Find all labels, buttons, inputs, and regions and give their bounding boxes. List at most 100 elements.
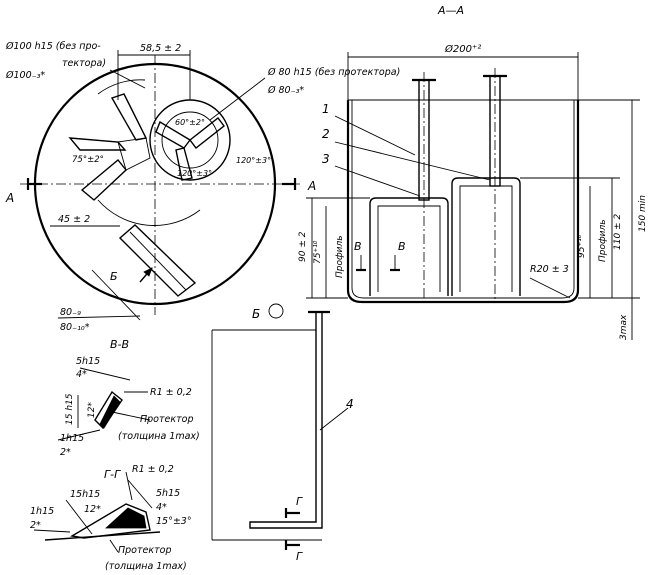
- dim-phi80-a: Ø 80 h15 (без протектора): [267, 67, 400, 78]
- vessel-wall: [346, 100, 580, 304]
- section-bb-title: В-В: [110, 338, 129, 351]
- view-b-arrowhead: [143, 267, 153, 277]
- impeller-left-inner: [377, 205, 441, 292]
- bb-4: 4*: [76, 369, 87, 380]
- profile-right: Профиль: [598, 219, 608, 262]
- cut-g-bottom-label: Г: [296, 550, 303, 563]
- gg-protector-leader: [109, 539, 119, 553]
- gg-dim-15h15: [65, 499, 93, 535]
- impeller-small-blade-2: [189, 117, 225, 149]
- gg-2: 2*: [30, 520, 41, 531]
- cut-a-left-label: А: [5, 191, 14, 205]
- section-aa-title: А—А: [437, 4, 464, 17]
- impeller-right-profile: [451, 177, 521, 296]
- gg-base-line: [44, 531, 161, 541]
- bb-15h15: 15 h15: [65, 393, 75, 425]
- leader-1: [334, 115, 416, 156]
- bb-blade-section: [94, 390, 123, 430]
- bb-protector-label: Протектор: [140, 414, 193, 425]
- impeller-right-inner: [459, 185, 513, 292]
- gg-r1-leader: [125, 471, 133, 501]
- part-label-3: 3: [322, 152, 330, 166]
- gg-dim-5h15: [127, 479, 153, 509]
- section-gg-title: Г-Г: [104, 468, 121, 481]
- gg-15deg: 15°±3°: [156, 516, 192, 527]
- angle-120-a: 120°±3°: [236, 156, 271, 165]
- dim-80-leader: [57, 315, 141, 319]
- gg-thickness-label: (толщина 1max): [105, 561, 187, 572]
- dim-80-a: 80₋₉: [60, 307, 81, 318]
- impeller-blade-top: [110, 93, 148, 141]
- dim-585: 58,5 ± 2: [140, 43, 181, 54]
- dim-phi100-line2: тектора): [62, 58, 106, 69]
- part-label-2: 2: [322, 127, 330, 141]
- view-b-symbol: [268, 303, 284, 319]
- bottom-blade-edge: [129, 231, 187, 291]
- plan-view: [20, 50, 302, 321]
- dim-95: 95⁺¹⁰: [577, 234, 587, 258]
- vessel-inner-wall: [351, 100, 575, 299]
- dim-phi100-line1: Ø100 h15 (без про-: [5, 41, 101, 52]
- bb-thickness-label: (толщина 1max): [118, 431, 200, 442]
- rotation-arc-2: [97, 199, 201, 226]
- gg-5h15: 5h15: [156, 488, 180, 499]
- rotation-arc-1: [97, 79, 146, 95]
- cut-b-left-label: В: [354, 240, 362, 253]
- angle-60: 60°±2°: [175, 118, 205, 127]
- bb-protector: [99, 395, 121, 429]
- gg-12: 12*: [84, 504, 101, 515]
- cut-a-right-label: А: [307, 179, 316, 193]
- dim-phi100-b: Ø100₋₃*: [5, 70, 45, 81]
- bb-5h15: 5h15: [76, 356, 100, 367]
- section-aa-view: [306, 52, 640, 340]
- gg-15h15: 15h15: [70, 489, 100, 500]
- dim-r20: R20 ± 3: [530, 264, 569, 275]
- bb-dim-5h15: [79, 367, 131, 381]
- cut-g-top-label: Г: [296, 495, 303, 508]
- view-b-label-plan: Б: [110, 270, 118, 283]
- dim-phi100-leader: [109, 69, 146, 89]
- dim-45: 45 ± 2: [58, 214, 90, 225]
- bb-r1: R1 ± 0,2: [150, 387, 192, 398]
- bottom-blade: [118, 224, 197, 297]
- dim-80-line: [91, 269, 141, 321]
- gg-1h15: 1h15: [30, 506, 54, 517]
- impeller-left-profile: [369, 197, 449, 296]
- view-b-label: Б: [252, 307, 260, 321]
- dim-phi200: Ø200⁺²: [444, 43, 481, 55]
- leader-3: [334, 165, 421, 197]
- dim-r20-leader: [529, 277, 571, 299]
- impeller-small-blade-3: [175, 147, 193, 181]
- leader-4: [319, 407, 349, 431]
- dim-90: 90 ± 2: [298, 231, 308, 262]
- part-label-4: 4: [346, 397, 354, 411]
- cut-b-right-label: В: [398, 240, 406, 253]
- impeller-blade-bottom: [80, 159, 127, 201]
- bb-dim-1h15: [57, 429, 101, 441]
- bb-2: 2*: [60, 447, 71, 458]
- gg-dim-1h15: [33, 529, 71, 533]
- view-b-blade: [211, 303, 349, 550]
- dim-75: 75⁺¹⁰: [313, 240, 323, 264]
- leader-2: [334, 141, 491, 181]
- bb-protector-leader: [111, 411, 151, 421]
- dim-110: 110 ± 2: [613, 214, 623, 250]
- blade-profile-4: [249, 311, 323, 529]
- gg-r1: R1 ± 0,2: [132, 464, 174, 475]
- gg-4: 4*: [156, 502, 167, 513]
- part-label-1: 1: [322, 102, 330, 116]
- gg-protector: [104, 507, 147, 529]
- dim-80-b: 80₋₁₀*: [60, 322, 90, 333]
- dim-3max: 3max: [619, 314, 629, 340]
- section-bb-view: [57, 367, 151, 441]
- bb-12: 12*: [87, 402, 97, 418]
- angle-120-b: 120°±3°: [177, 169, 212, 178]
- dim-phi80-leader: [209, 77, 266, 121]
- dim-phi80-b: Ø 80₋₃*: [267, 85, 304, 96]
- section-gg-view: [33, 471, 161, 553]
- bb-1h15: 1h15: [60, 433, 84, 444]
- impeller-hub-left: [117, 137, 151, 171]
- gg-protector-label: Протектор: [118, 545, 171, 556]
- angle-75: 75°±2°: [72, 155, 104, 165]
